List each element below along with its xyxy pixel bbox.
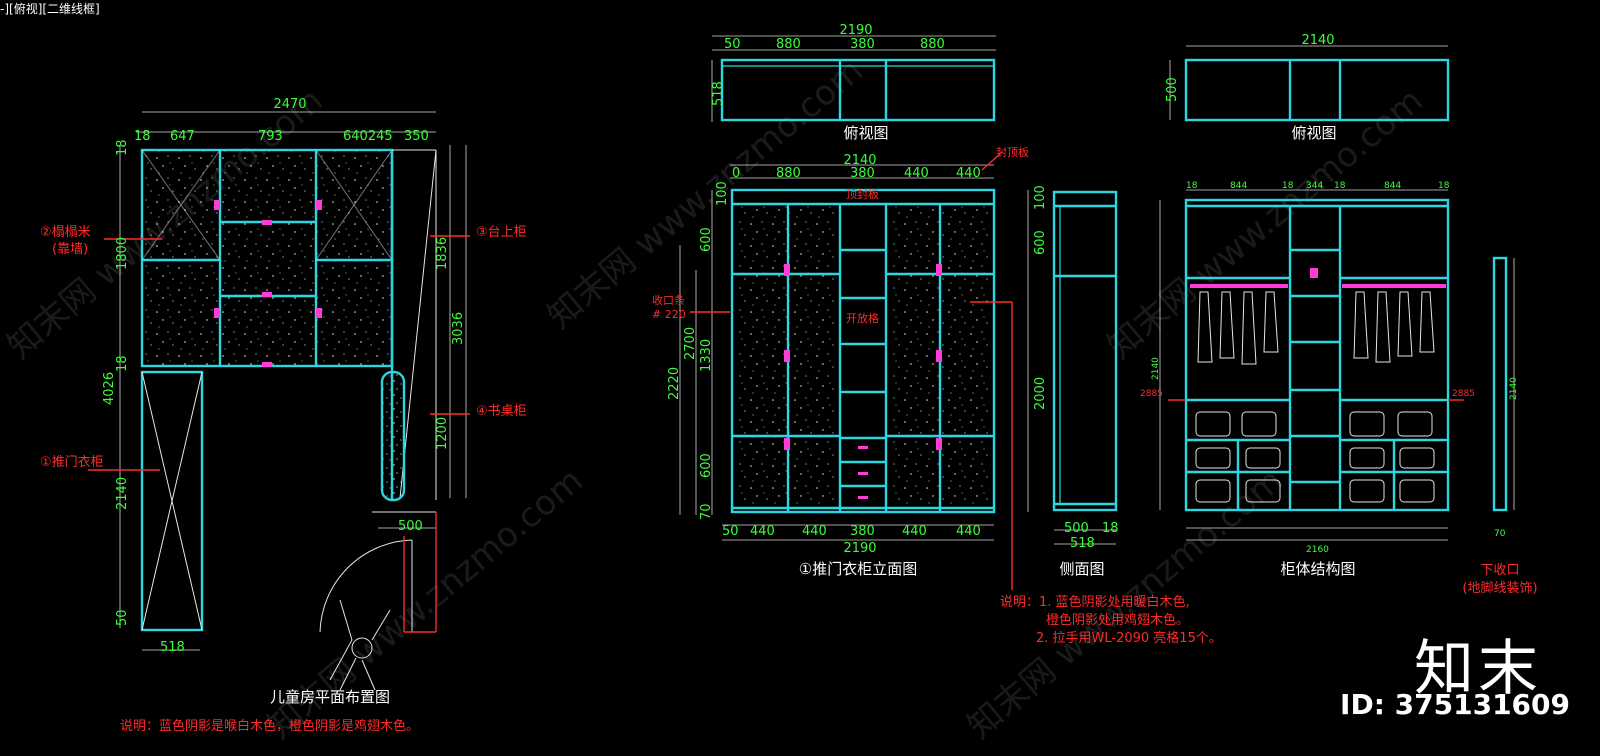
elev-tag-open: 开放格	[846, 311, 879, 325]
elev-plan-title: 俯视图	[843, 124, 888, 142]
elev-dim-b1: 440	[750, 524, 775, 539]
plan-dim-l2: 1800	[115, 237, 130, 270]
side-dim-lower: 2000	[1033, 377, 1048, 410]
struct-dim-4: 344	[1306, 181, 1323, 191]
trim-dim-width: 70	[1494, 529, 1506, 539]
side-dim-thick: 18	[1102, 521, 1119, 536]
struct-dim-right-mark: 2885	[1452, 389, 1475, 399]
structure-view: 2140 500 俯视图	[1140, 33, 1475, 578]
elev-dim-b2: 440	[802, 524, 827, 539]
elev-dim-c: 440	[904, 166, 929, 181]
struct-dim-width: 2160	[1306, 545, 1329, 555]
elev-dim-d: 440	[956, 166, 981, 181]
elev-plan-dim-d: 880	[920, 37, 945, 52]
plan-note: 说明：蓝色阴影是喉白木色，橙色阴影是鸡翅木色。	[120, 718, 419, 734]
side-dim-top: 100	[1033, 185, 1048, 210]
elev-plan-dim-a: 50	[724, 37, 741, 52]
struct-plan-depth: 500	[1165, 77, 1180, 102]
brand-logo: 知末	[1414, 634, 1542, 704]
elev-dim-b3: 380	[850, 524, 875, 539]
notes: 说明：1. 蓝色阴影处用暖白木色, 橙色阴影处用鸡翅木色。 2. 拉手用WL-2…	[1000, 594, 1222, 646]
elev-plan-dim-depth: 518	[711, 81, 726, 106]
side-title: 侧面图	[1059, 560, 1104, 578]
elev-dim-b0: 50	[722, 524, 739, 539]
elev-dim-l5: 600	[699, 453, 714, 478]
elev-plan-dim-c: 380	[850, 37, 875, 52]
elev-tag-side2: # 220	[652, 308, 686, 321]
struct-dim-2: 844	[1230, 181, 1247, 191]
elev-dim-b4: 440	[902, 524, 927, 539]
elev-tag-side: 收口条	[652, 293, 685, 307]
note-line-2: 橙色阴影处用鸡翅木色。	[1046, 612, 1189, 628]
elev-dim-bottom-total: 2190	[843, 541, 876, 556]
elev-dim-a: 880	[776, 166, 801, 181]
plan-dim-l3: 18	[115, 355, 130, 372]
elev-dim-l2: 2700	[683, 327, 698, 360]
elev-title: ①推门衣柜立面图	[799, 560, 917, 578]
plan-title: 儿童房平面布置图	[270, 688, 390, 706]
struct-dim-3: 18	[1282, 181, 1294, 191]
elev-dim-b: 380	[850, 166, 875, 181]
struct-plan-dim: 2140	[1301, 33, 1334, 48]
elev-dim-total: 2140	[843, 153, 876, 168]
note-line-3: 2. 拉手用WL-2090 亮格15个。	[1036, 630, 1222, 646]
elev-tag-top: 封顶板	[996, 145, 1029, 159]
side-view: 100 600 2000 500 18 518 侧面图	[1027, 185, 1119, 578]
wardrobe-elevation: 2190 50 880 380 880 518 俯视图	[652, 23, 1029, 590]
folded-clothes	[1195, 411, 1435, 503]
elev-dim-l6: 70	[699, 503, 714, 520]
elev-tag-top2: 顶封板	[846, 187, 879, 201]
plan-dim-total: 2470	[273, 97, 306, 112]
elev-dim-top: 100	[715, 181, 730, 206]
plan-dim-l5: 2140	[115, 477, 130, 510]
struct-dim-1: 18	[1186, 181, 1198, 191]
trim-title: 下收口	[1480, 563, 1519, 578]
side-dim-total: 518	[1070, 536, 1095, 551]
plan-dim-r3: 1200	[435, 417, 450, 450]
plan-dim-b1: 500	[398, 519, 423, 534]
trim-subtitle: (地脚线装饰)	[1462, 580, 1537, 596]
plan-label-desk: ④书桌柜	[476, 404, 527, 419]
plan-dim-r1: 1836	[435, 237, 450, 270]
side-dim-depth: 500	[1064, 521, 1089, 536]
viewport-label: -][俯视][二维线框]	[0, 2, 100, 16]
trim-view: 2140 70 下收口 (地脚线装饰)	[1462, 256, 1538, 596]
elev-dim-0: 0	[732, 166, 740, 181]
plan-label-wardrobe: ①推门衣柜	[40, 454, 104, 470]
plan-label-top-cabinet: ③台上柜	[476, 225, 527, 240]
struct-dim-7: 18	[1438, 181, 1450, 191]
plan-dim-b2: 518	[160, 640, 185, 655]
struct-dim-6: 844	[1384, 181, 1401, 191]
struct-plan-title: 俯视图	[1291, 124, 1336, 142]
plan-dim-l6: 50	[115, 609, 130, 626]
plan-dim-a: 18	[134, 129, 151, 144]
plan-dim-l4: 4026	[102, 372, 117, 405]
elev-dim-l1: 600	[699, 227, 714, 252]
struct-dim-5: 18	[1334, 181, 1346, 191]
drawing-id: ID: 375131609	[1340, 688, 1570, 721]
plan-dim-b: 647	[170, 129, 195, 144]
side-dim-upper: 600	[1033, 230, 1048, 255]
trim-dim-height: 2140	[1509, 377, 1519, 400]
floor-plan: 2470 18 647 793 640245 350 18 1800 18 40…	[40, 97, 527, 734]
elev-dim-l3: 1330	[699, 339, 714, 372]
note-line-1: 说明：1. 蓝色阴影处用暖白木色,	[1000, 594, 1190, 610]
elev-dim-l4: 2220	[667, 367, 682, 400]
plan-dim-d: 640245	[343, 129, 393, 144]
struct-dim-left-mark: 2885	[1140, 389, 1163, 399]
elev-dim-b5: 440	[956, 524, 981, 539]
plan-dim-r2: 3036	[451, 312, 466, 345]
elev-plan-dim-total: 2190	[839, 23, 872, 38]
plan-label-tatami-sub: (靠墙)	[52, 242, 88, 257]
struct-title: 柜体结构图	[1280, 560, 1355, 578]
struct-dim-height: 2140	[1151, 357, 1161, 380]
plan-dim-c: 793	[258, 129, 283, 144]
plan-dim-e: 350	[404, 129, 429, 144]
hanging-clothes	[1197, 291, 1435, 365]
plan-label-tatami: ②榻榻米	[40, 225, 91, 240]
elev-plan-dim-b: 880	[776, 37, 801, 52]
plan-dim-l1: 18	[115, 139, 130, 156]
person-figure	[329, 599, 391, 691]
